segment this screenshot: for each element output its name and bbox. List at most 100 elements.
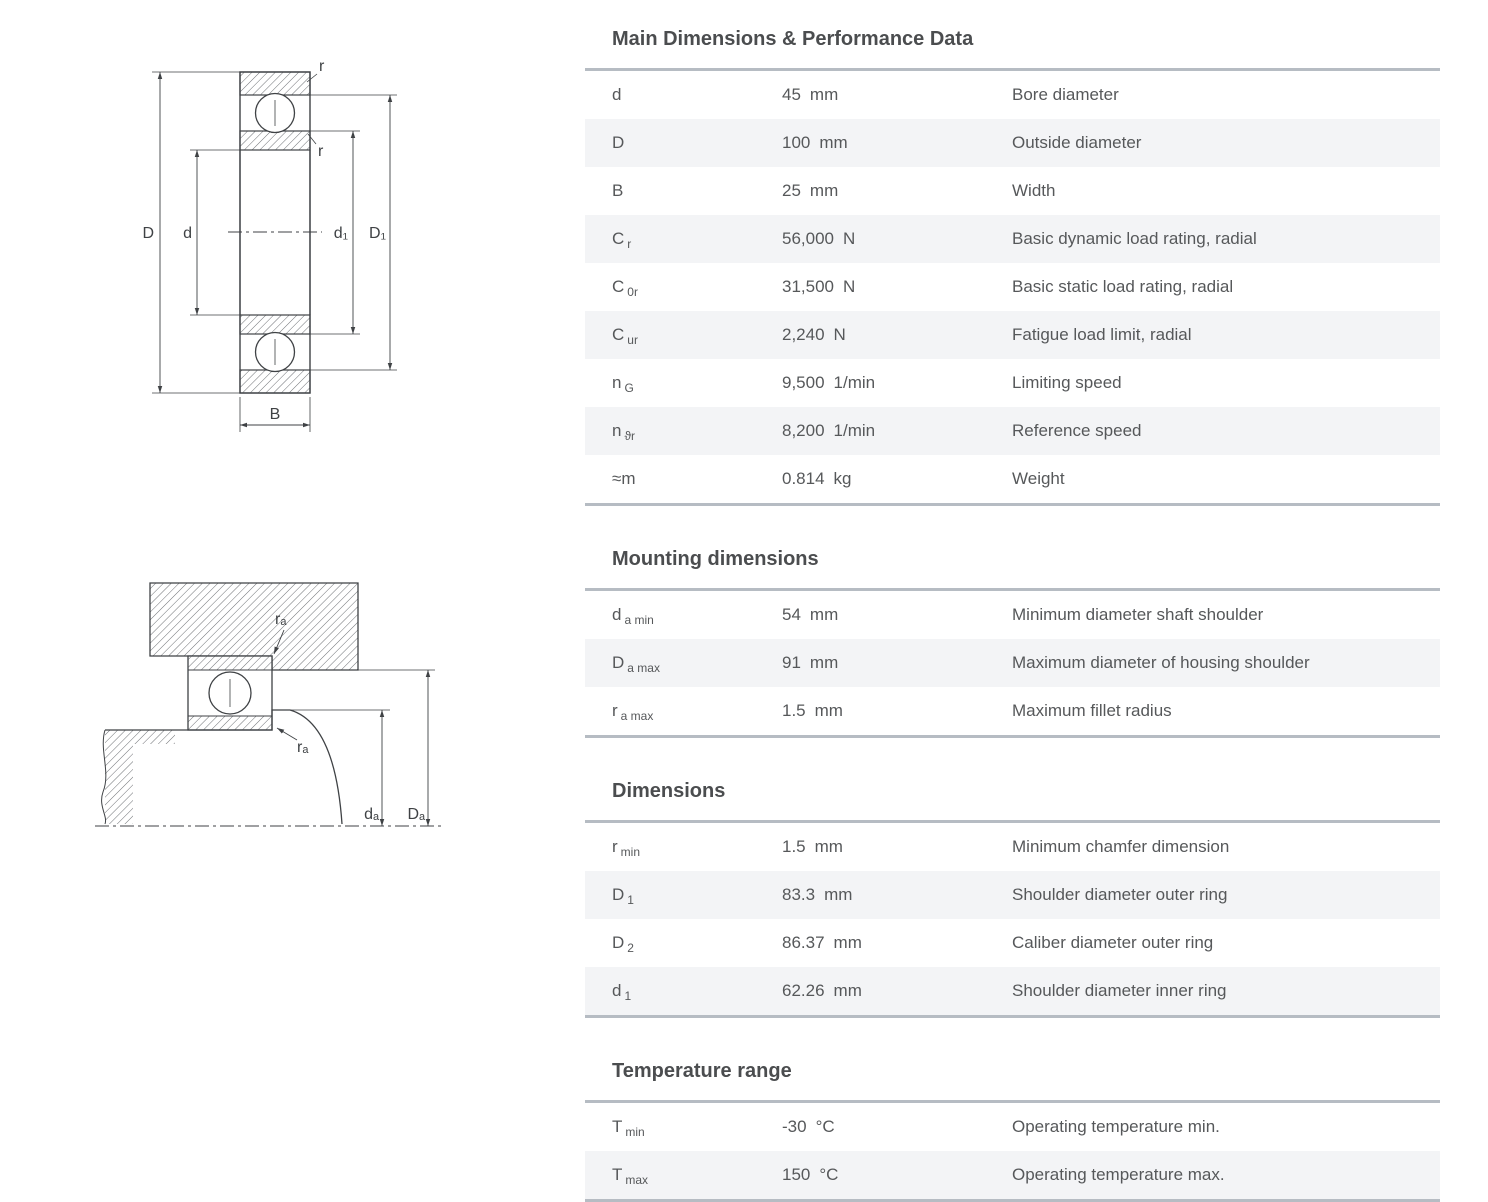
unit: mm [809, 605, 839, 624]
dimension-label-d1: d₁ [334, 225, 348, 242]
value-cell: 150 °C [782, 1165, 1012, 1185]
unit: mm [824, 885, 853, 904]
unit: mm [833, 933, 862, 952]
symbol: n [612, 373, 622, 392]
leader-line [306, 73, 318, 83]
value: 1.5 [782, 701, 806, 720]
symbol-subscript: 0r [627, 285, 638, 299]
inner-ring-bottom [239, 314, 311, 335]
description: Reference speed [1012, 421, 1142, 440]
fillet-label-ra-shaft: rₐ [297, 739, 309, 756]
description: Minimum diameter shaft shoulder [1012, 605, 1264, 624]
symbol-cell: B [612, 181, 782, 201]
symbol-subscript: ϑr [624, 429, 636, 443]
symbol: C [612, 277, 625, 296]
dimension-label-D1: D₁ [369, 225, 386, 242]
value: 56,000 [782, 229, 834, 248]
value-cell: 1.5 mm [782, 837, 1012, 857]
unit: mm [814, 837, 843, 856]
description: Shoulder diameter outer ring [1012, 885, 1228, 904]
value: 0.814 [782, 469, 825, 488]
inner-ring-section [187, 715, 273, 731]
unit: 1/min [833, 373, 876, 392]
symbol-subscript: max [625, 1173, 649, 1187]
symbol-subscript: min [625, 1125, 645, 1139]
section-title: Main Dimensions & Performance Data [612, 28, 974, 50]
unit: N [833, 325, 846, 344]
description: Operating temperature min. [1012, 1117, 1220, 1136]
value: 8,200 [782, 421, 825, 440]
symbol: n [612, 421, 622, 440]
symbol: d [612, 981, 622, 1000]
value: 31,500 [782, 277, 834, 296]
symbol: ≈m [612, 469, 636, 488]
value: -30 [782, 1117, 807, 1136]
unit: N [843, 229, 856, 248]
technical-drawings: D d d₁ D₁ B r r [0, 0, 585, 1178]
shaft-break-line [101, 729, 107, 825]
description: Fatigue load limit, radial [1012, 325, 1192, 344]
description: Basic dynamic load rating, radial [1012, 229, 1257, 248]
value-cell: 9,500 1/min [782, 373, 1012, 393]
description: Basic static load rating, radial [1012, 277, 1234, 296]
symbol: C [612, 229, 625, 248]
value: 9,500 [782, 373, 825, 392]
description: Width [1012, 181, 1056, 200]
symbol: D [612, 133, 625, 152]
symbol: D [612, 933, 625, 952]
dimension-label-d: d [183, 225, 192, 242]
symbol-subscript: 2 [627, 941, 634, 955]
symbol: D [612, 653, 625, 672]
value: 25 [782, 181, 801, 200]
symbol: d [612, 605, 622, 624]
description: Maximum diameter of housing shoulder [1012, 653, 1310, 672]
dimension-label-B: B [270, 406, 281, 423]
fillet-label-ra-housing: rₐ [275, 611, 287, 628]
symbol-subscript: a max [620, 709, 654, 723]
symbol-subscript: a min [624, 613, 654, 627]
section-title: Dimensions [612, 780, 726, 802]
outer-ring-top [239, 71, 311, 96]
value: 1.5 [782, 837, 806, 856]
unit: 1/min [833, 421, 876, 440]
symbol: D [612, 885, 625, 904]
description: Limiting speed [1012, 373, 1122, 392]
description: Maximum fillet radius [1012, 701, 1172, 720]
unit: °C [819, 1165, 839, 1184]
value: 150 [782, 1165, 811, 1184]
shaft-cut-hatch [105, 730, 175, 824]
value-cell: -30°C [782, 1117, 1012, 1137]
